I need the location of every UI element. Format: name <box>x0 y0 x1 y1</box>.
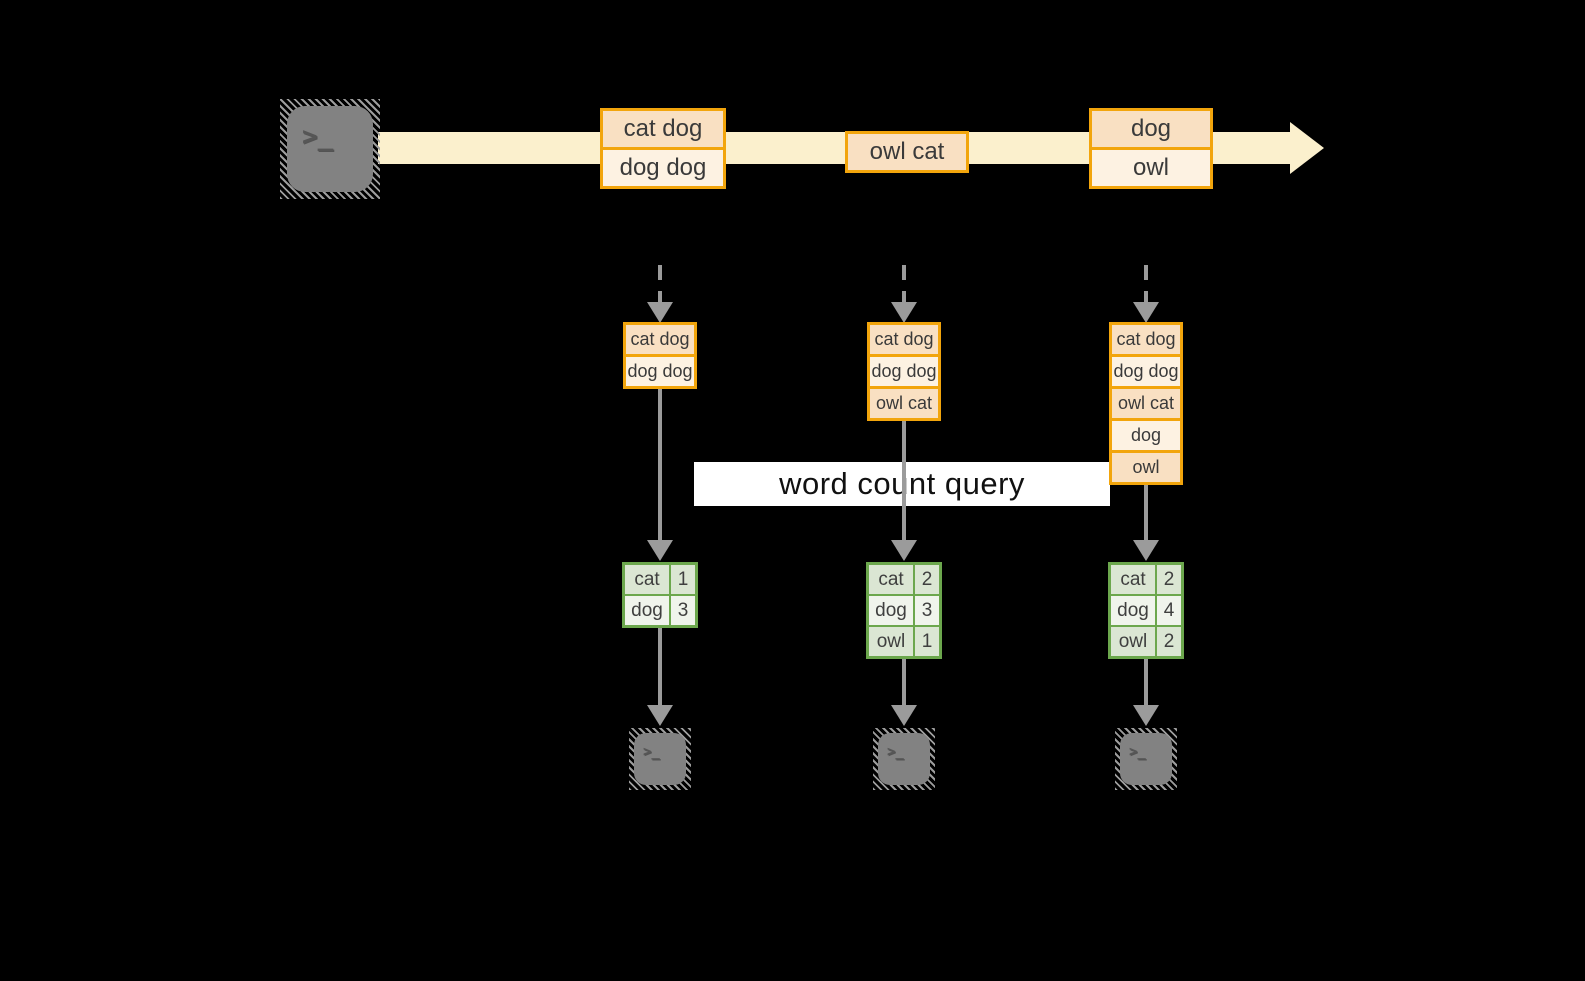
count-table-row: owl 1 <box>869 625 939 656</box>
count-value: 2 <box>913 565 939 594</box>
stack-3-line: owl <box>1112 450 1180 482</box>
stack-1-line: cat dog <box>626 325 694 354</box>
terminal-screen: >_ <box>634 733 686 785</box>
terminal-screen: >_ <box>287 106 373 192</box>
terminal-prompt-glyph: >_ <box>887 744 904 760</box>
stack-3-line: owl cat <box>1112 386 1180 418</box>
stack-2-line: cat dog <box>870 325 938 354</box>
stack-3-line: dog <box>1112 418 1180 450</box>
output-line-3 <box>1144 659 1148 706</box>
connector-line-1 <box>658 388 662 540</box>
output-arrowhead-icon-3 <box>1133 705 1159 726</box>
stream-timeline-arrowhead-icon <box>1290 122 1324 174</box>
count-word: dog <box>1111 596 1155 625</box>
count-word: cat <box>869 565 913 594</box>
count-table-3: cat 2 dog 4 owl 2 <box>1108 562 1184 659</box>
trigger-arrowhead-icon-1 <box>647 302 673 323</box>
count-table-row: dog 3 <box>625 594 695 625</box>
accumulated-stack-2: cat dog dog dog owl cat <box>867 322 941 421</box>
trigger-arrow-line-3 <box>1144 265 1148 305</box>
stream-batch-3: dog owl <box>1089 108 1213 189</box>
trigger-arrowhead-icon-3 <box>1133 302 1159 323</box>
source-terminal-icon: >_ <box>280 99 380 199</box>
count-table-row: cat 2 <box>1111 565 1181 594</box>
terminal-prompt-glyph: >_ <box>643 744 660 760</box>
sink-terminal-icon-2: >_ <box>873 728 935 790</box>
count-table-2: cat 2 dog 3 owl 1 <box>866 562 942 659</box>
connector-line-2 <box>902 419 906 540</box>
trigger-arrow-line-1 <box>658 265 662 305</box>
stream-batch-3-line: owl <box>1092 147 1210 186</box>
count-table-row: owl 2 <box>1111 625 1181 656</box>
count-word: owl <box>1111 627 1155 656</box>
stack-2-line: owl cat <box>870 386 938 418</box>
stream-batch-3-line: dog <box>1092 111 1210 147</box>
stream-batch-1: cat dog dog dog <box>600 108 726 189</box>
terminal-screen: >_ <box>1120 733 1172 785</box>
connector-arrowhead-icon-3 <box>1133 540 1159 561</box>
stack-1-line: dog dog <box>626 354 694 386</box>
connector-line-3 <box>1144 484 1148 540</box>
stream-batch-2-line: owl cat <box>848 134 966 170</box>
accumulated-stack-1: cat dog dog dog <box>623 322 697 389</box>
stream-batch-1-line: dog dog <box>603 147 723 186</box>
count-value: 2 <box>1155 565 1181 594</box>
connector-arrowhead-icon-2 <box>891 540 917 561</box>
sink-terminal-icon-3: >_ <box>1115 728 1177 790</box>
count-value: 3 <box>669 596 695 625</box>
terminal-prompt-glyph: >_ <box>302 122 334 152</box>
count-value: 1 <box>913 627 939 656</box>
stack-3-line: dog dog <box>1112 354 1180 386</box>
stream-batch-2: owl cat <box>845 131 969 173</box>
trigger-arrow-line-2 <box>902 265 906 305</box>
output-arrowhead-icon-2 <box>891 705 917 726</box>
output-arrowhead-icon-1 <box>647 705 673 726</box>
count-table-row: dog 4 <box>1111 594 1181 625</box>
count-value: 4 <box>1155 596 1181 625</box>
stream-batch-1-line: cat dog <box>603 111 723 147</box>
count-table-row: cat 1 <box>625 565 695 594</box>
terminal-screen: >_ <box>878 733 930 785</box>
count-word: owl <box>869 627 913 656</box>
count-table-row: cat 2 <box>869 565 939 594</box>
output-line-1 <box>658 628 662 706</box>
stack-2-line: dog dog <box>870 354 938 386</box>
count-value: 1 <box>669 565 695 594</box>
accumulated-stack-3: cat dog dog dog owl cat dog owl <box>1109 322 1183 485</box>
count-word: cat <box>625 565 669 594</box>
output-line-2 <box>902 659 906 706</box>
terminal-prompt-glyph: >_ <box>1129 744 1146 760</box>
count-word: dog <box>625 596 669 625</box>
count-value: 2 <box>1155 627 1181 656</box>
sink-terminal-icon-1: >_ <box>629 728 691 790</box>
connector-arrowhead-icon-1 <box>647 540 673 561</box>
count-table-row: dog 3 <box>869 594 939 625</box>
count-value: 3 <box>913 596 939 625</box>
trigger-arrowhead-icon-2 <box>891 302 917 323</box>
stack-3-line: cat dog <box>1112 325 1180 354</box>
count-word: cat <box>1111 565 1155 594</box>
count-word: dog <box>869 596 913 625</box>
count-table-1: cat 1 dog 3 <box>622 562 698 628</box>
